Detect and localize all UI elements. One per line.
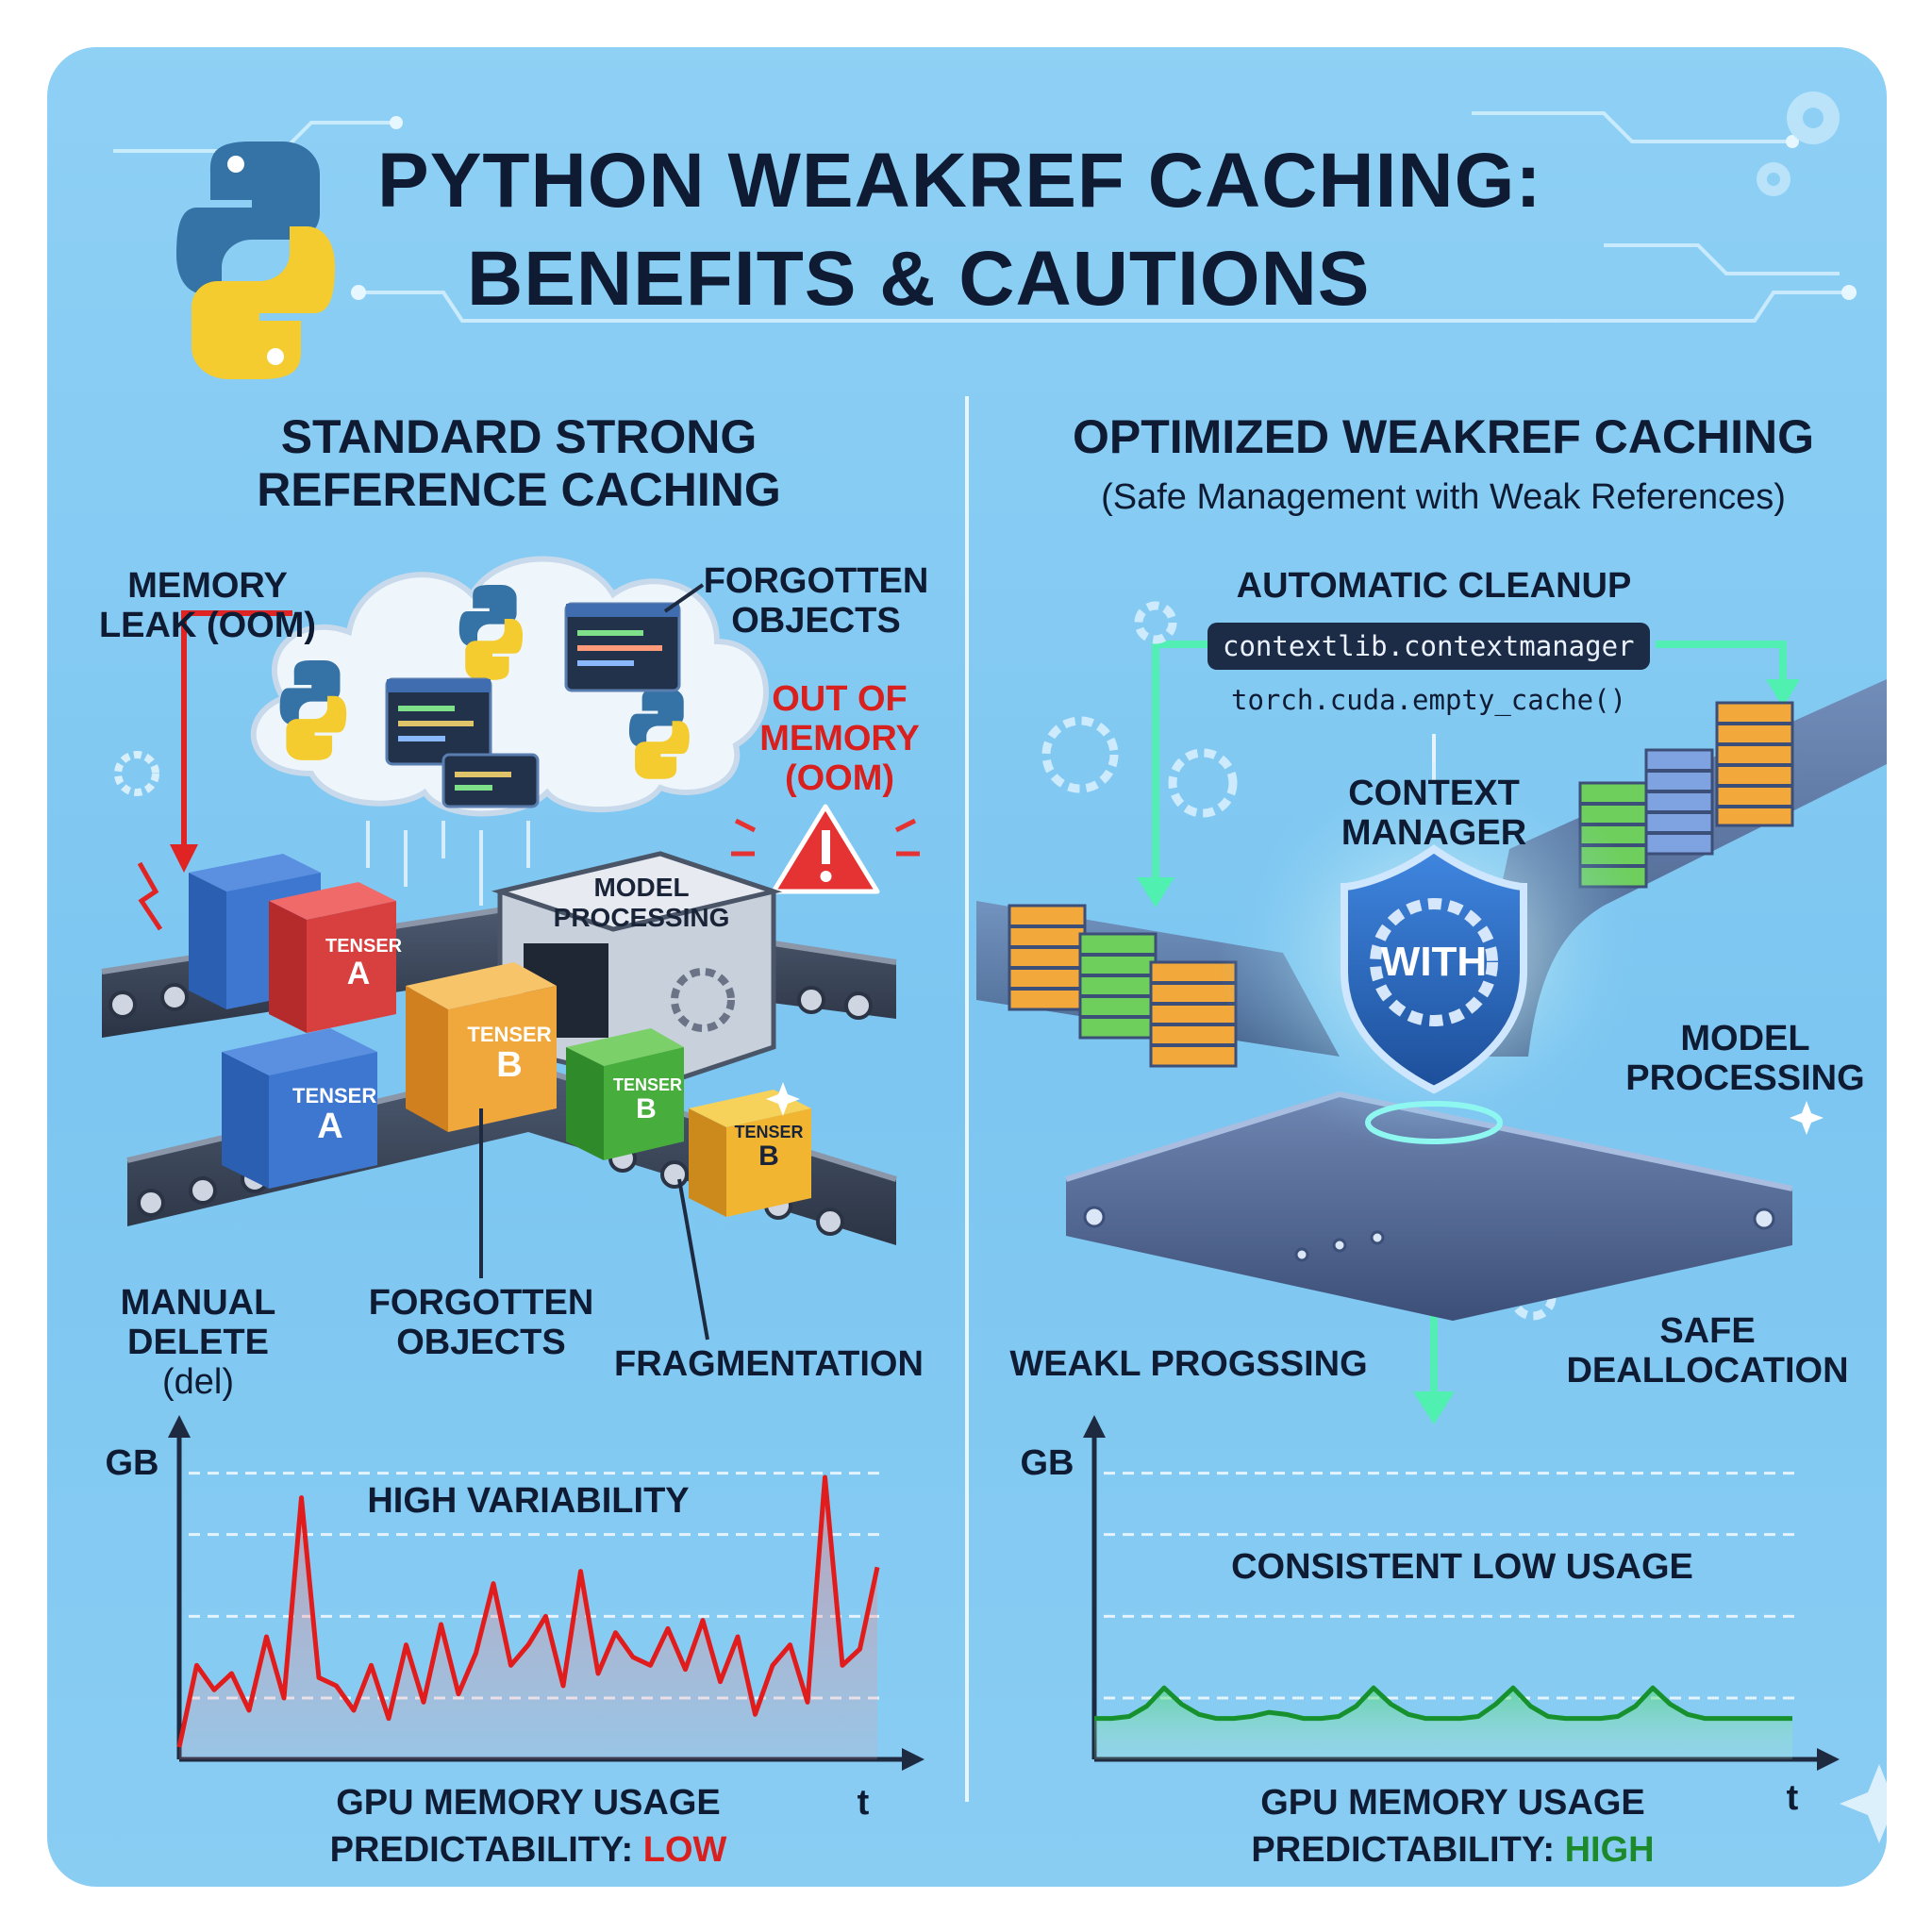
safe-deallocation-label: SAFE DEALLOCATION — [1566, 1311, 1849, 1391]
code-empty-cache: torch.cuda.empty_cache() — [1231, 684, 1627, 716]
right-subheading: (Safe Management with Weak References) — [1101, 477, 1786, 517]
memory-leak-label: MEMORY LEAK (OOM) — [98, 566, 317, 645]
tensor-label: TENSER B — [467, 1023, 552, 1085]
x-axis-arrow — [902, 1748, 924, 1771]
page-title: PYTHON WEAKREF CACHING: BENEFITS & CAUTI… — [377, 132, 1755, 328]
tensor-label: TENSER A — [292, 1084, 377, 1146]
forgotten-objects-bottom-label: FORGOTTEN OBJECTS — [368, 1283, 594, 1362]
left-chart-xlabel: t — [857, 1783, 870, 1823]
oom-label: OUT OF MEMORY (OOM) — [759, 679, 920, 798]
manual-delete-label: MANUAL DELETE (del) — [120, 1283, 276, 1402]
circuit-lines-icon — [113, 111, 1849, 323]
callout-lines — [479, 583, 709, 1341]
y-axis-arrow — [168, 1415, 191, 1438]
automatic-cleanup-label: AUTOMATIC CLEANUP — [1236, 566, 1632, 606]
warning-icon — [731, 804, 920, 894]
x-axis-arrow — [1817, 1748, 1840, 1771]
right-chart-ylabel: GB — [1020, 1443, 1074, 1483]
python-logo-icon — [279, 660, 347, 760]
shield-with-label: WITH — [1380, 939, 1488, 985]
fragmentation-label: FRAGMENTATION — [614, 1344, 924, 1384]
series-line — [1094, 1685, 1792, 1722]
right-heading: OPTIMIZED WEAKREF CACHING — [1072, 410, 1815, 463]
model-processing-label-left: MODEL PROCESSING — [553, 873, 730, 932]
left-predictability: PREDICTABILITY: LOW — [329, 1830, 727, 1870]
forgotten-objects-top-label: FORGOTTEN OBJECTS — [703, 561, 929, 641]
chart-left-high-variability — [168, 1415, 924, 1771]
code-window-icon — [385, 677, 492, 766]
leak-arrow-head — [170, 844, 198, 873]
model-processing-machine — [491, 851, 783, 1088]
shield-icon — [1341, 844, 1527, 1094]
code-window-icon — [564, 602, 681, 692]
predictability-high: HIGH — [1564, 1830, 1655, 1870]
model-processing-label-right: MODEL PROCESSING — [1625, 1019, 1865, 1098]
title-line-1: PYTHON WEAKREF CACHING: — [377, 138, 1542, 224]
left-chart-title: HIGH VARIABILITY — [367, 1481, 690, 1521]
sparkle-icon — [766, 1082, 1919, 1843]
tensor-cubes — [189, 854, 811, 1217]
leak-arrow — [181, 610, 292, 849]
chart-right-consistent-low — [1083, 1415, 1840, 1771]
left-chart-ylabel: GB — [105, 1443, 159, 1483]
title-line-2: BENEFITS & CAUTIONS — [467, 236, 1371, 322]
weak-processing-label: WEAKL PROGSSING — [1009, 1344, 1368, 1384]
code-contextmanager: contextlib.contextmanager — [1208, 623, 1650, 670]
spark-icon — [137, 861, 163, 931]
falling-data-lines — [366, 821, 530, 906]
python-logo-icon — [176, 142, 335, 379]
tensor-label: TENSER A — [325, 936, 403, 991]
memory-cloud — [250, 556, 769, 817]
circuit-dots-icon — [351, 116, 1857, 300]
predictability-low: LOW — [642, 1830, 727, 1870]
python-logo-icon — [458, 585, 523, 680]
right-chart-title: CONSISTENT LOW USAGE — [1231, 1547, 1693, 1587]
tensor-label: TENSER B — [734, 1123, 804, 1172]
python-logo-icon — [628, 689, 690, 779]
right-predictability: PREDICTABILITY: HIGH — [1251, 1830, 1655, 1870]
context-manager-label: CONTEXT MANAGER — [1341, 774, 1527, 853]
shield-ring — [1365, 1101, 1503, 1144]
left-chart-caption: GPU MEMORY USAGE — [336, 1783, 721, 1823]
gear-icon — [114, 751, 159, 796]
right-chart-caption: GPU MEMORY USAGE — [1260, 1783, 1645, 1823]
left-heading: STANDARD STRONG REFERENCE CACHING — [257, 410, 781, 516]
tensor-label: TENSER B — [613, 1075, 683, 1124]
series-area — [1094, 1688, 1792, 1759]
y-axis-arrow — [1083, 1415, 1106, 1438]
gear-icon — [1757, 92, 1840, 196]
right-chart-xlabel: t — [1786, 1778, 1799, 1818]
series-area — [179, 1477, 877, 1759]
code-window-icon — [441, 753, 540, 808]
